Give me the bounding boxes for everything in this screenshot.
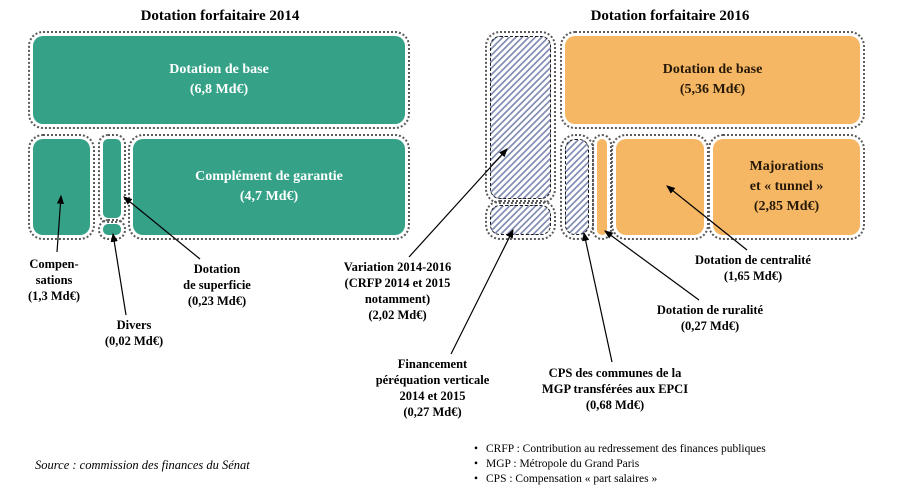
block-2016-majorations: Majorations et « tunnel » (2,85 Md€): [708, 134, 865, 240]
callout-centralite: Dotation de centralité (1,65 Md€): [695, 253, 811, 283]
block-2016-centralite: [611, 134, 709, 240]
title-2016: Dotation forfaitaire 2016: [590, 8, 750, 24]
title-2014: Dotation forfaitaire 2014: [140, 8, 300, 24]
callout-cps: CPS des communes de la MGP transférées a…: [541, 366, 689, 412]
legend-item-cps: CPS : Compensation « part salaires »: [472, 473, 872, 485]
block-2016-ruralite-strip: [592, 134, 612, 240]
callout-superficie: Dotation de superficie (0,23 Md€): [183, 262, 251, 308]
block-2014-superficie-strip: [98, 134, 126, 223]
arrow-cps: [582, 231, 613, 363]
legend-item-mgp: MGP : Métropole du Grand Paris: [472, 458, 872, 470]
legend-item-crfp: CRFP : Contribution au redressement des …: [472, 443, 872, 455]
callout-ruralite: Dotation de ruralité (0,27 Md€): [656, 303, 764, 333]
callout-perequation: Financement péréquation verticale 2014 e…: [375, 357, 490, 419]
block-2016-perequation-hatched: [485, 200, 556, 240]
block-2016-dotation-de-base: Dotation de base (5,36 Md€): [560, 31, 865, 129]
legend: CRFP : Contribution au redressement des …: [472, 443, 872, 488]
block-2016-variation-hatched: [485, 31, 556, 204]
callout-compensations: Compen- sations (1,3 Md€): [27, 257, 81, 303]
block-2016-cps-hatched: [560, 134, 594, 240]
block-2014-dotation-de-base: Dotation de base (6,8 Md€): [28, 31, 410, 129]
callout-divers: Divers (0,02 Md€): [104, 318, 164, 348]
block-2014-divers-chip: [98, 219, 126, 240]
block-2014-complement-garantie: Complément de garantie (4,7 Md€): [128, 134, 410, 240]
source-note: Source : commission des finances du Séna…: [35, 458, 250, 472]
block-2014-compensations: [28, 134, 95, 240]
callout-variation: Variation 2014-2016 (CRFP 2014 et 2015 n…: [343, 260, 452, 322]
arrow-divers: [110, 232, 127, 316]
